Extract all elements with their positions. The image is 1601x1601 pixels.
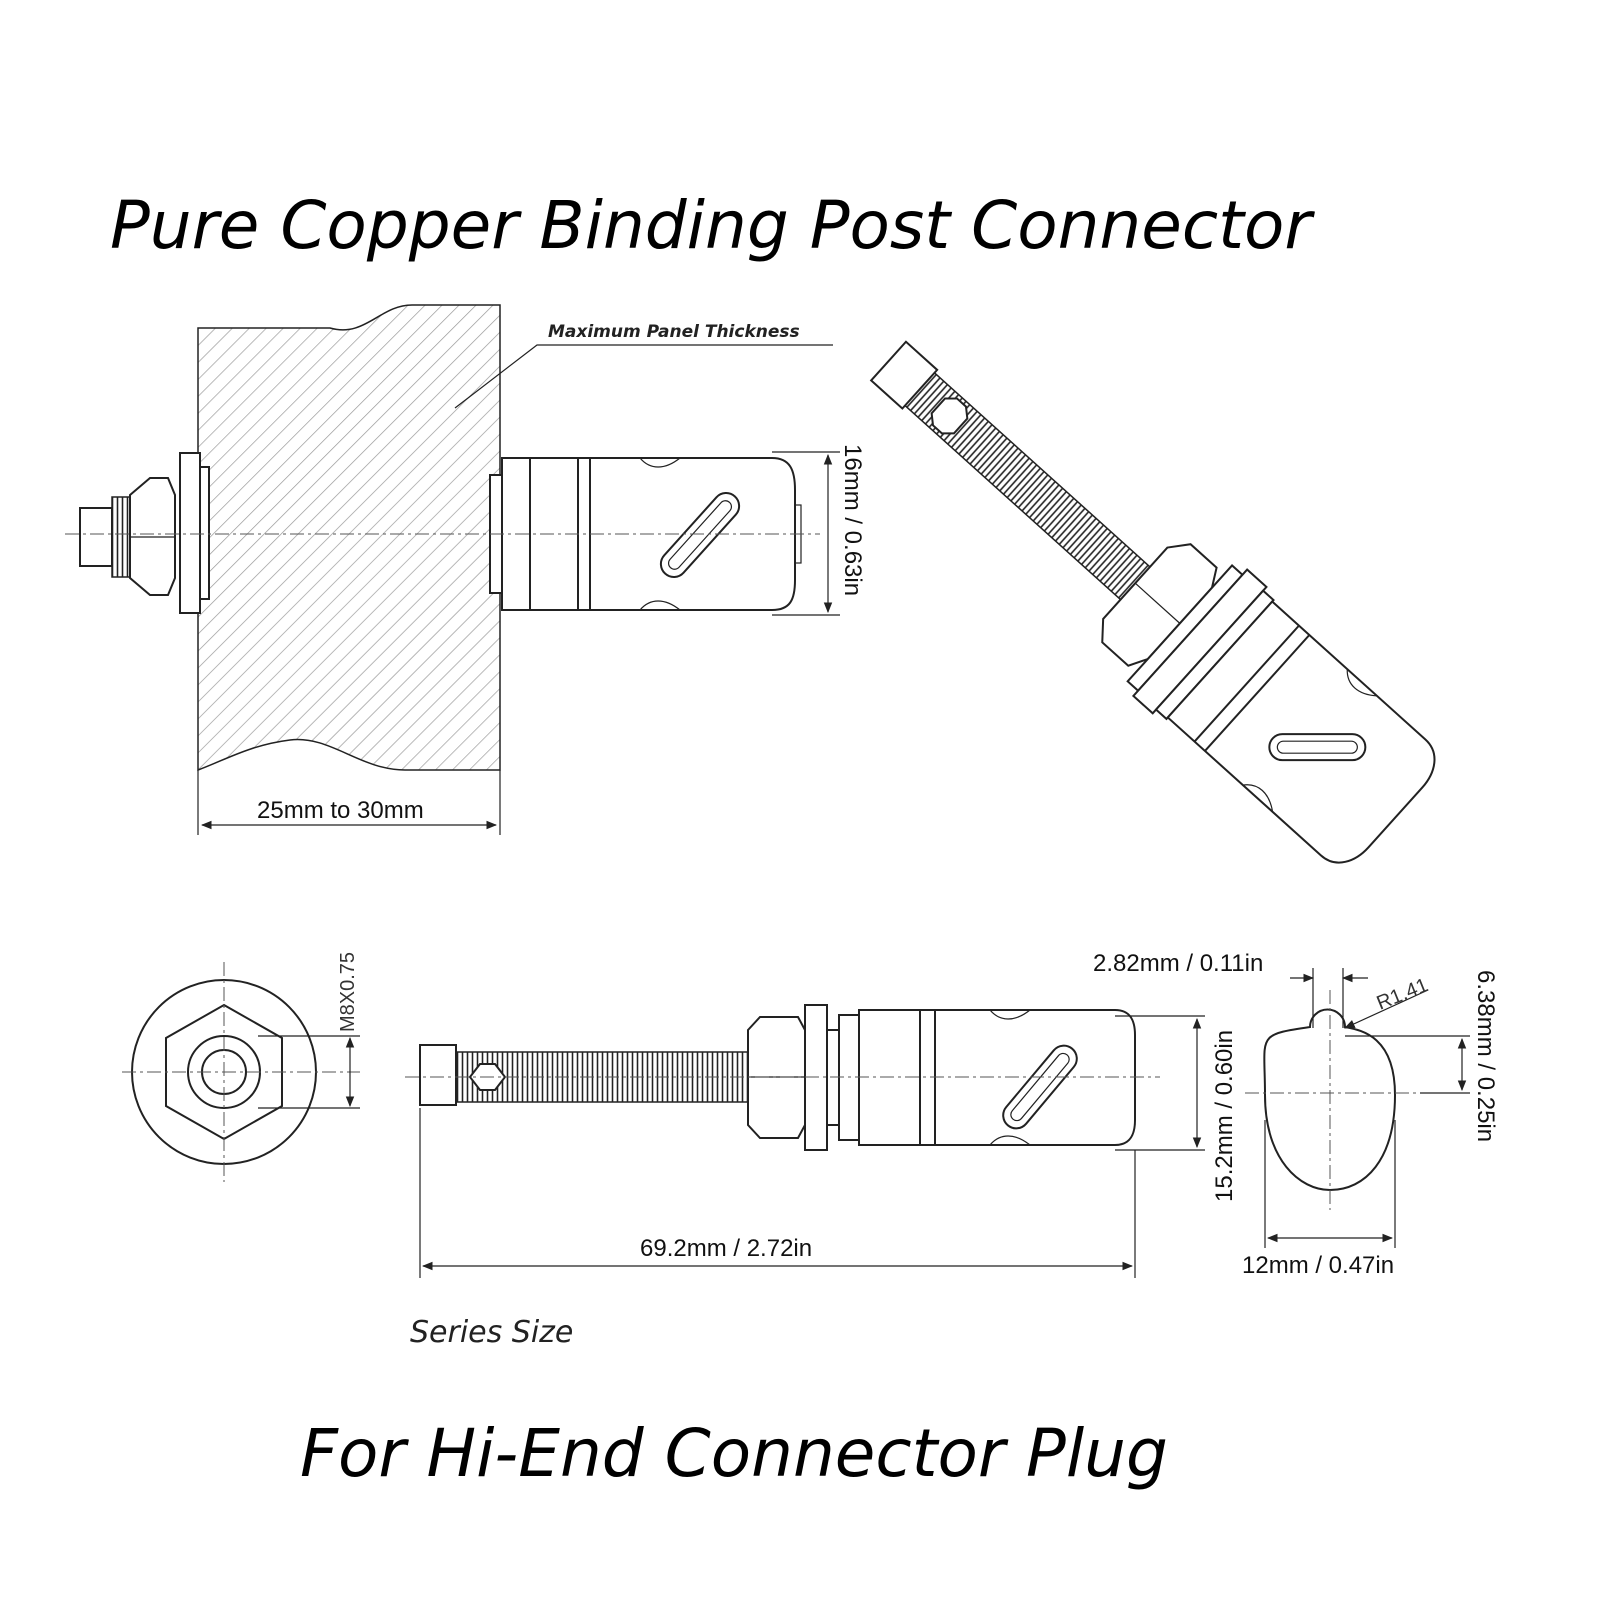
page-subtitle: For Hi-End Connector Plug — [300, 1415, 1168, 1492]
end-view: M8X0.75 — [122, 952, 360, 1182]
side-stud-end — [419, 1044, 457, 1106]
total-length-dim: 69.2mm / 2.72in — [640, 1235, 812, 1262]
panel-mount-view: Maximum Panel Thickness 16mm / 0.63in 25… — [65, 304, 866, 835]
radius-dim: R1.41 — [1374, 974, 1432, 1014]
perspective-stud-end — [869, 340, 939, 410]
front-cup-view: 2.82mm / 0.11in R1.41 6.38mm / 0.25in 12… — [1093, 950, 1499, 1279]
perspective-body — [1166, 600, 1436, 864]
cross-slot — [659, 492, 741, 578]
cup-outline — [1263, 1008, 1397, 1192]
perspective-view — [869, 340, 1436, 864]
panel-note-leader — [454, 344, 833, 409]
series-label: Series Size — [410, 1315, 573, 1350]
front-diameter-dim: 15.2mm / 0.60in — [1211, 1030, 1238, 1202]
page-title: Pure Copper Binding Post Connector — [110, 187, 1315, 264]
body-diameter-dim: 16mm / 0.63in — [839, 444, 866, 596]
side-body — [858, 1009, 1136, 1146]
side-view: 15.2mm / 0.60in 69.2mm / 2.72in — [405, 1004, 1238, 1278]
hole-depth-dim: 6.38mm / 0.25in — [1472, 970, 1499, 1142]
rear-stud-end — [79, 507, 113, 567]
thread-spec-dim: M8X0.75 — [337, 952, 359, 1032]
rear-washer — [179, 452, 201, 614]
end-diameter-dim: 12mm / 0.47in — [1242, 1252, 1394, 1279]
panel-note: Maximum Panel Thickness — [548, 322, 800, 342]
panel-section — [197, 304, 501, 772]
panel-range-dim: 25mm to 30mm — [257, 797, 424, 824]
slot-width-dim: 2.82mm / 0.11in — [1093, 950, 1263, 977]
